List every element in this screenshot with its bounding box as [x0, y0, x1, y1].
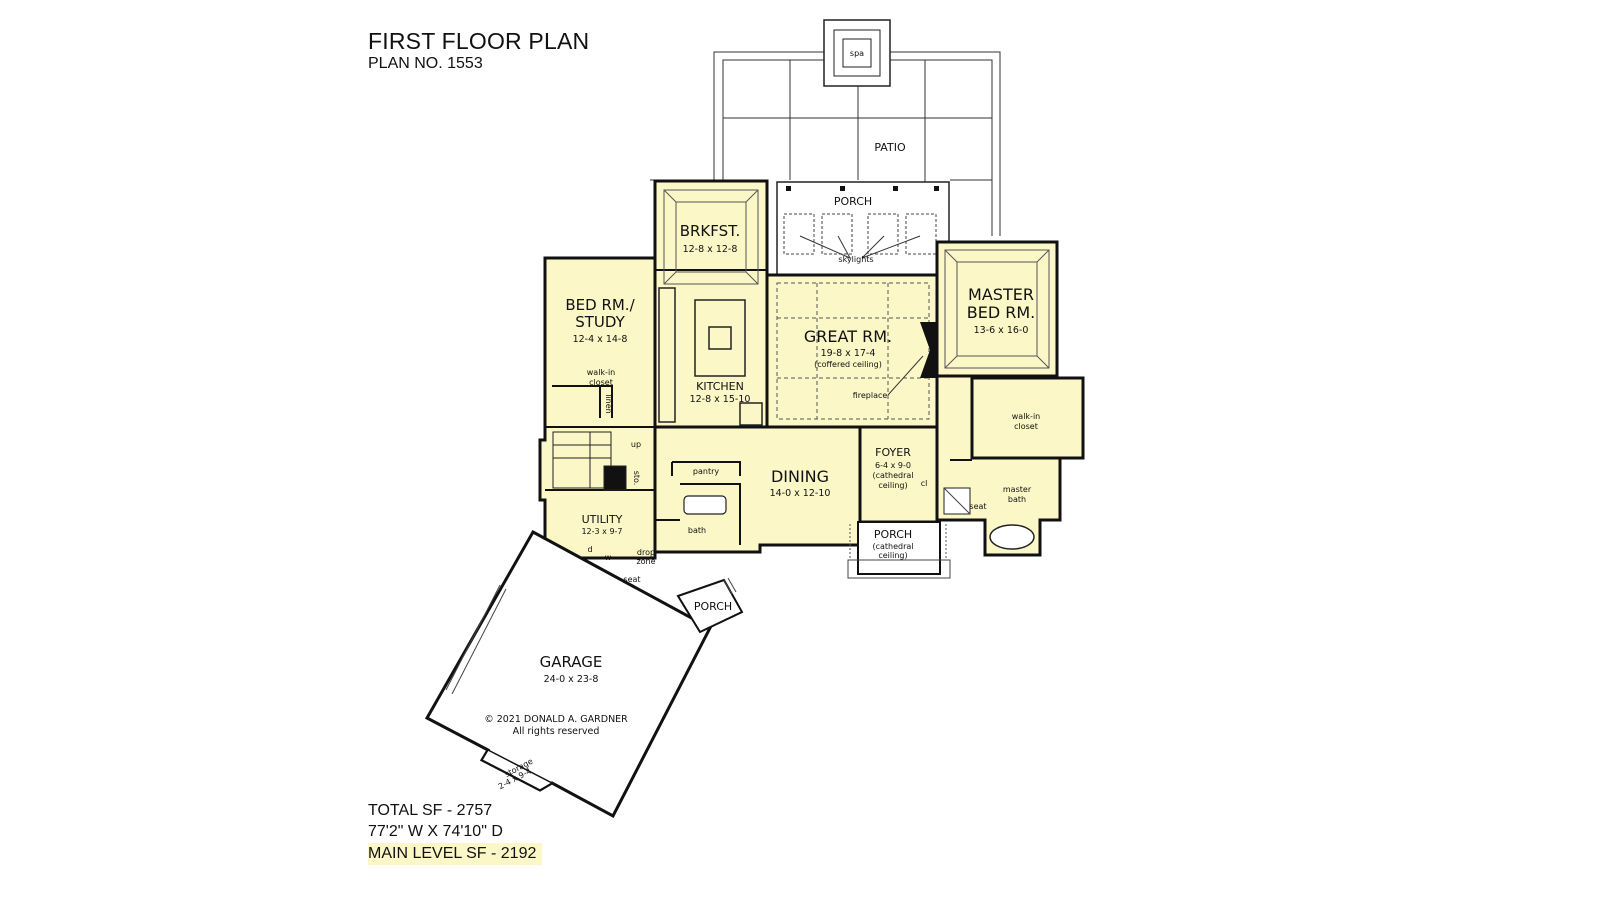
total-sf: TOTAL SF - 2757 [368, 802, 493, 819]
spa [823, 19, 891, 87]
study-closet-label-2: closet [589, 378, 613, 387]
stair-up-label: up [631, 440, 641, 449]
linen-label: linen [604, 394, 613, 414]
fireplace-mark [920, 322, 938, 378]
great-room-dim: 19-8 x 17-4 [821, 348, 876, 359]
great-room-note: (coffered ceiling) [814, 360, 882, 369]
dryer-label: d [587, 545, 592, 554]
master-bed-label-1: MASTER [968, 285, 1034, 304]
side-porch-label: PORCH [694, 600, 732, 613]
great-room-label: GREAT RM. [804, 327, 892, 346]
utility-seat-label: seat [623, 575, 640, 584]
bathtub [989, 524, 1035, 550]
closet-label: cl [921, 479, 928, 488]
fireplace-label: fireplace [853, 391, 888, 400]
bath-label: bath [688, 526, 706, 535]
bedroom-study-dim: 12-4 x 14-8 [573, 334, 628, 345]
master-seat-label: seat [969, 502, 986, 511]
brkfst-dim: 12-8 x 12-8 [683, 244, 738, 255]
plan-number: PLAN NO. 1553 [368, 55, 483, 72]
front-porch-note-1: (cathedral [872, 542, 913, 551]
master-closet-label-1: walk-in [1012, 412, 1040, 421]
drop-zone-label-2: zone [636, 557, 655, 566]
garage-dim: 24-0 x 23-8 [544, 674, 599, 685]
foyer-label: FOYER [875, 446, 911, 459]
front-porch-note-2: ceiling) [878, 551, 907, 560]
master-bed-dim: 13-6 x 16-0 [974, 325, 1029, 336]
master-bed-label-2: BED RM. [967, 303, 1036, 322]
sto-label: sto. [632, 471, 641, 486]
garage-label: GARAGE [540, 653, 603, 671]
overall-dimensions: 77'2" W X 74'10" D [368, 823, 503, 840]
plan-title: FIRST FLOOR PLAN [368, 28, 590, 54]
copyright-line-2: All rights reserved [513, 726, 600, 737]
dining-label: DINING [771, 467, 829, 486]
spa-label: spa [850, 49, 864, 58]
garage [424, 529, 713, 819]
bedroom-study-label-2: STUDY [575, 313, 625, 331]
master-closet-label-2: closet [1014, 422, 1038, 431]
rear-porch [776, 181, 950, 279]
utility-dim: 12-3 x 9-7 [581, 527, 622, 536]
rear-porch-label: PORCH [834, 195, 872, 208]
vaulted-ceilings [663, 189, 1050, 369]
study-closet-label-1: walk-in [587, 368, 615, 377]
washer-label: w [605, 553, 612, 562]
brkfst-label: BRKFST. [680, 222, 741, 240]
copyright-line-1: © 2021 DONALD A. GARDNER [484, 714, 628, 725]
master-bath-label-1: master [1003, 485, 1032, 494]
foyer-dim: 6-4 x 9-0 [875, 461, 911, 470]
kitchen-island [658, 287, 763, 426]
skylights-label: skylights [838, 255, 873, 264]
dining-dim: 14-0 x 12-10 [770, 488, 831, 499]
foyer-note-1: (cathedral [872, 471, 913, 480]
master-bath-label-2: bath [1008, 495, 1026, 504]
front-porch-label: PORCH [874, 528, 912, 541]
kitchen-dim: 12-8 x 15-10 [690, 394, 751, 405]
pantry-label: pantry [693, 467, 719, 476]
stair [552, 431, 627, 491]
kitchen-label: KITCHEN [696, 380, 744, 393]
foyer-note-2: ceiling) [878, 481, 907, 490]
tub [683, 495, 727, 515]
drop-zone-label-1: drop [637, 548, 655, 557]
main-level-sf: MAIN LEVEL SF - 2192 [368, 843, 543, 865]
utility-label: UTILITY [582, 513, 623, 526]
front-porch [847, 521, 951, 579]
side-porch [676, 577, 744, 634]
interior-walls [545, 269, 972, 552]
patio-label: PATIO [874, 141, 906, 154]
bedroom-study-label-1: BED RM./ [565, 296, 635, 314]
